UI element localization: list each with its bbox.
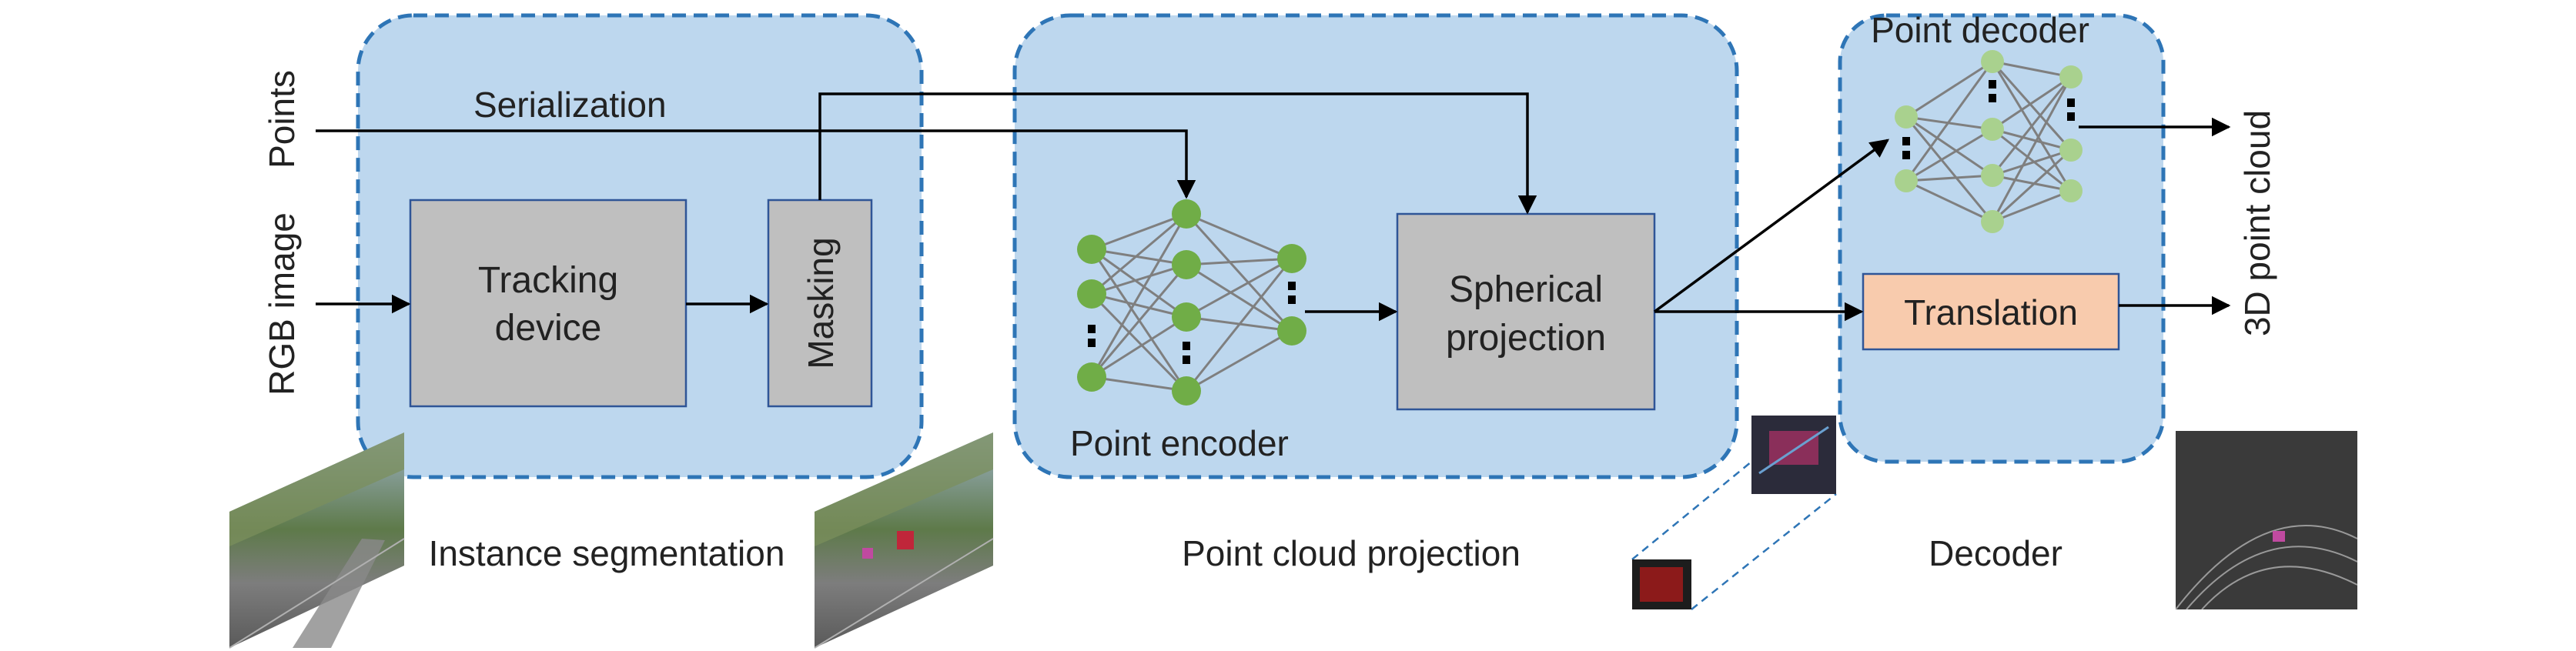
point-encoder-network [1077,199,1306,406]
network-edge [1091,248,1187,319]
point-encoder-label: Point encoder [1070,423,1289,463]
projection-crop-thumbnails [1631,416,1837,610]
ellipsis-dot [1902,151,1910,159]
translation-label: Translation [1904,292,2078,332]
ellipsis-dot [2067,112,2075,121]
decoder-caption: Decoder [1929,533,2062,573]
tracking-device-label-line1: Tracking [478,260,618,301]
rgb-image-input-label: RGB image [262,212,302,396]
points-input-label: Points [262,70,302,169]
network-edge [1186,212,1293,260]
ellipsis-dot [1183,356,1190,364]
network-node [1895,105,1918,129]
network-edge [1992,128,2072,192]
network-edge [1905,115,1993,177]
tracking-device-label-line2: device [495,308,602,349]
decoder-panel [1838,13,2166,464]
network-node [2059,179,2083,202]
ellipsis-dot [1288,295,1296,304]
output-point-cloud-thumbnail [2175,431,2358,610]
network-edge [1991,61,2073,151]
network-edge [1090,213,1188,378]
network-edge [1186,257,1293,319]
network-edge [1091,292,1187,319]
network-edge [1991,149,2073,223]
ellipsis-dot [1989,94,1996,102]
masking-box [767,199,873,408]
network-edge [1992,149,2072,177]
masking-label: Masking [801,237,841,369]
ellipsis-dot [1088,325,1096,333]
network-node [2059,65,2083,88]
network-edge [1186,263,1293,332]
network-edge [1905,179,1993,223]
network-edge [1185,212,1293,332]
network-node [1172,250,1201,279]
network-edge [1091,248,1187,266]
tracking-device-box [409,199,687,408]
network-edge [1186,257,1293,266]
network-edge [1091,376,1187,392]
spherical-projection-label-line2: projection [1446,318,1606,359]
network-node [1981,50,2004,73]
masked-rgb-thumbnail [814,432,994,649]
spherical-projection-box [1396,212,1656,411]
masking-to-projection-arrow [818,92,1537,215]
network-edge [1091,263,1187,295]
network-edge [1185,258,1293,392]
network-node [1172,199,1201,229]
ellipsis-dot [1288,282,1296,290]
point-decoder-label: Point decoder [1871,10,2089,50]
ellipsis-dot [1902,137,1910,145]
network-edge [1905,61,1994,182]
instance-segmentation-caption: Instance segmentation [429,533,785,573]
network-node [1077,362,1106,392]
point-decoder-network [1895,50,2083,233]
network-edge [1186,329,1293,392]
translation-box [1862,272,2120,351]
ellipsis-dot [1088,339,1096,347]
input-rgb-thumbnail [229,432,405,649]
network-edge [1091,212,1187,295]
network-node [1895,169,1918,192]
spherical-projection-label-line1: Spherical [1449,269,1603,310]
network-node [1277,244,1306,273]
network-node [1981,164,2004,187]
network-edge [1905,60,1993,119]
network-edge [1090,292,1188,392]
network-edge [1991,76,2073,176]
projection-to-decoder-arrow [1653,139,1889,313]
network-node [1077,279,1106,309]
network-edge [1091,315,1187,379]
3d-point-cloud-output-label: 3D point cloud [2237,110,2277,336]
points-to-encoder-arrow [316,129,1196,199]
network-edge [1992,75,2072,131]
point-cloud-projection-caption: Point cloud projection [1182,533,1521,573]
ellipsis-dot [1989,80,1996,88]
network-edge [1905,128,1993,182]
network-edge [1992,128,2072,152]
network-edge [1091,212,1187,251]
network-edge [1992,60,2072,78]
network-edge [1991,76,2073,222]
network-edge [1905,174,1993,182]
network-node [2059,139,2083,162]
network-edge [1905,116,1994,222]
network-node [1077,235,1106,264]
network-edge [1992,174,2072,192]
network-node [1172,376,1201,406]
network-node [1981,118,2004,141]
network-node [1981,210,2004,233]
network-node [1277,316,1306,346]
serialization-label: Serialization [473,85,667,125]
network-edge [1090,264,1188,378]
ellipsis-dot [1183,342,1190,350]
network-node [1172,302,1201,332]
flow-arrows [316,92,2231,322]
ellipsis-dot [2067,98,2075,107]
network-edge [1992,189,2072,223]
